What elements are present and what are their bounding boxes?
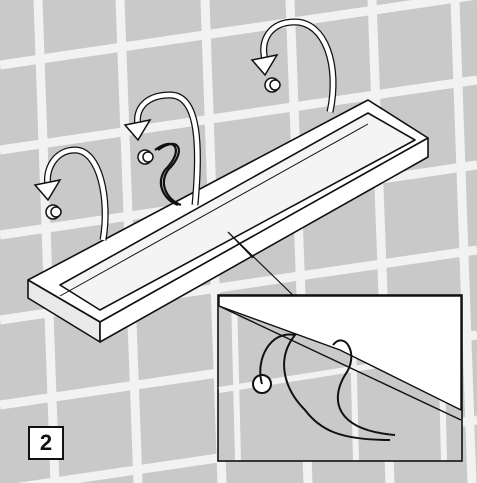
shelf-inner-tray	[59, 112, 416, 311]
detail-inset	[217, 294, 463, 462]
shelf	[27, 99, 429, 343]
shelf-slot	[59, 123, 369, 297]
curved-arrow-icon	[33, 178, 62, 202]
curved-arrow-icon	[250, 53, 279, 77]
curved-arrow-icon	[123, 118, 152, 142]
step-number-badge: 2	[28, 426, 64, 460]
detail-leader-lines	[227, 231, 301, 303]
shelf-front-face	[99, 137, 429, 343]
mounting-hardware	[33, 18, 337, 241]
